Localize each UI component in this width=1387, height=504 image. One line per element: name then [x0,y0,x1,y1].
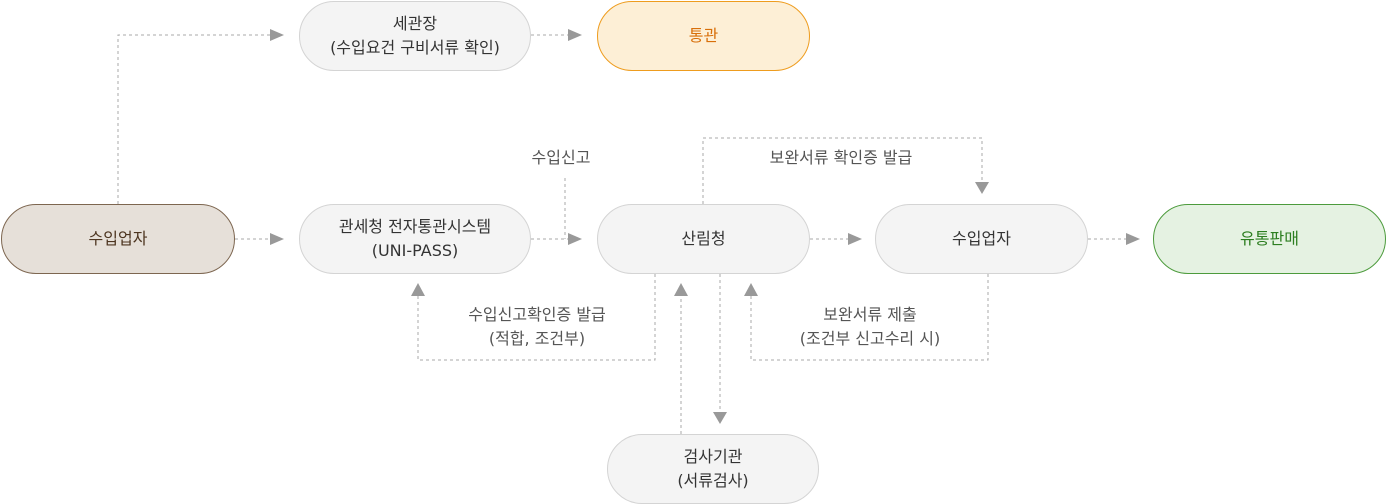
arrowhead-right-icon [568,29,582,41]
connector-certificate-return-loop [417,274,656,361]
node-forest-service: 산림청 [597,204,810,274]
arrowhead-right-icon [568,233,582,245]
distribution-label: 유통판매 [1240,229,1299,248]
node-importer-mid: 수입업자 [875,204,1088,274]
arrowhead-down-icon [713,412,727,424]
unipass-subtitle: (UNI-PASS) [371,241,459,260]
supplement-certificate-text: 보완서류 확인증 발급 [769,148,913,167]
node-distribution: 유통판매 [1153,204,1386,274]
label-declaration-certificate: 수입신고확인증 발급 (적합, 조건부) [437,303,637,351]
connector-supplement-certificate-loop [702,137,983,204]
node-unipass: 관세청 전자통관시스템 (UNI-PASS) [299,204,531,274]
arrowhead-up-icon [674,283,688,296]
customs-house-title: 세관장 [392,14,438,33]
arrowhead-down-icon [975,182,989,194]
arrowhead-right-icon [848,233,862,245]
importer-start-label: 수입업자 [88,229,148,248]
arrowhead-right-icon [270,233,284,245]
forest-service-label: 산림청 [681,229,726,248]
label-import-declaration: 수입신고 [511,146,611,170]
submit-supplement-line2: (조건부 신고수리 시) [799,329,941,348]
arrowhead-up-icon [411,283,425,296]
node-importer-start: 수입업자 [1,204,235,274]
inspection-agency-title: 검사기관 [683,447,743,466]
arrowhead-right-icon [270,29,284,41]
importer-mid-label: 수입업자 [952,229,1011,248]
inspection-agency-subtitle: (서류검사) [677,471,749,490]
customs-clearance-label: 통관 [688,26,719,45]
submit-supplement-line1: 보완서류 제출 [823,305,917,324]
node-customs-house: 세관장 (수입요건 구비서류 확인) [299,1,531,71]
declaration-certificate-line2: (적합, 조건부) [488,329,586,348]
unipass-title: 관세청 전자통관시스템 [338,217,492,236]
node-inspection-agency: 검사기관 (서류검사) [607,434,819,504]
label-supplement-certificate: 보완서류 확인증 발급 [741,146,941,170]
connector-importer-to-customs-house [117,34,270,204]
connector-supplement-submission-loop [750,274,989,361]
declaration-certificate-line1: 수입신고확인증 발급 [468,305,606,324]
customs-house-subtitle: (수입요건 구비서류 확인) [330,38,500,57]
arrowhead-up-icon [744,283,758,296]
import-declaration-text: 수입신고 [531,148,591,167]
label-submit-supplement: 보완서류 제출 (조건부 신고수리 시) [770,303,970,351]
arrowhead-right-icon [1126,233,1140,245]
node-customs-clearance: 통관 [597,1,810,71]
